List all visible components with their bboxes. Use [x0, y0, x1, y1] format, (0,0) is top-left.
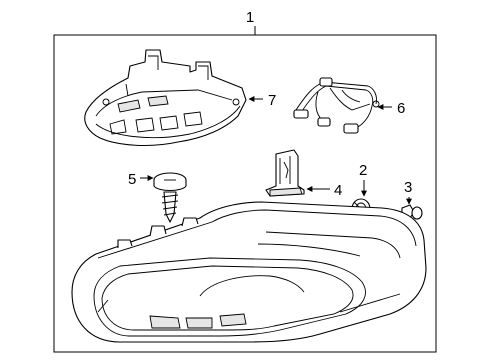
- part-4-bracket: [265, 149, 305, 197]
- part-3-bulb: [395, 204, 423, 220]
- callout-3-label: 3: [404, 179, 412, 196]
- overhead-console-housing: [71, 201, 427, 343]
- assembly-frame: [53, 34, 437, 353]
- harness-connector-right: [343, 123, 359, 134]
- harness-connector-top: [319, 77, 333, 87]
- callout-3[interactable]: 3: [404, 179, 412, 205]
- callout-6[interactable]: 6: [377, 100, 405, 117]
- callout-4[interactable]: 4: [306, 182, 342, 199]
- part-6-wiring-harness: [293, 77, 380, 134]
- callout-2-label: 2: [359, 162, 367, 179]
- callout-7-label: 7: [268, 92, 276, 109]
- callout-1-label: 1: [246, 9, 254, 26]
- callout-2[interactable]: 2: [359, 162, 367, 197]
- callout-1[interactable]: 1: [246, 9, 256, 35]
- callout-6-label: 6: [397, 100, 405, 117]
- part-7-console-bezel: [84, 49, 247, 146]
- callout-5[interactable]: 5: [128, 171, 154, 188]
- callout-4-label: 4: [334, 182, 342, 199]
- harness-connector-left: [293, 109, 309, 119]
- callout-5-label: 5: [128, 171, 136, 188]
- harness-connector-mid: [317, 117, 331, 127]
- callout-7[interactable]: 7: [248, 92, 276, 109]
- part-5-screw: [153, 172, 187, 223]
